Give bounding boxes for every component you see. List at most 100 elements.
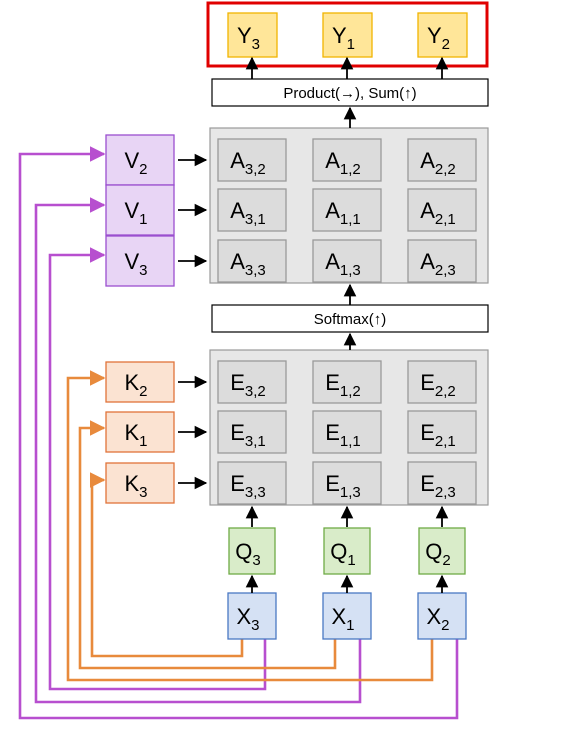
product-sum-bar (211, 78, 489, 107)
key-k2-subscript: 2 (139, 383, 147, 400)
attention-cell-3-3-box (217, 239, 287, 283)
energy-cell-1-2: E1,2 (312, 360, 382, 404)
attention-cell-1-1-subscript: 1,1 (340, 211, 361, 228)
key-k1-box (105, 411, 175, 453)
output-y1-label: Y1 (332, 23, 355, 53)
energy-cell-3-3-label: E3,3 (230, 471, 266, 501)
input-x1-box (322, 592, 372, 640)
attention-cell-3-1: A3,1 (217, 188, 287, 232)
wire-x2-to-k2 (66, 370, 434, 682)
energy-cell-1-3-symbol: E (325, 471, 340, 496)
energy-cell-2-2-symbol: E (420, 370, 435, 395)
value-v3-subscript: 3 (139, 262, 147, 279)
flow-arrows (178, 56, 449, 593)
energy-cell-2-1-label: E2,1 (420, 420, 456, 450)
energy-cell-1-2-symbol: E (325, 370, 340, 395)
energy-cell-1-2-box (312, 360, 382, 404)
value-v2-symbol: V (124, 148, 139, 173)
energy-cell-3-1-label: E3,1 (230, 420, 266, 450)
softmax-label: Softmax(↑) (314, 311, 387, 328)
attention-cell-2-3-box (407, 239, 477, 283)
query-q2-symbol: Q (425, 539, 442, 564)
input-x1-label: X1 (331, 604, 354, 634)
wire-x1-to-k1 (78, 420, 337, 670)
key-k3-subscript: 3 (139, 484, 147, 501)
energy-cell-3-3-subscript: 3,3 (245, 484, 266, 501)
query-q3-label: Q3 (235, 539, 260, 569)
input-x3-subscript: 3 (251, 617, 259, 634)
attention-cell-3-1-label: A3,1 (230, 198, 266, 228)
attention-cell-3-2-subscript: 3,2 (245, 161, 266, 178)
input-x2-symbol: X (426, 604, 441, 629)
attention-cell-1-2-subscript: 1,2 (340, 161, 361, 178)
attention-cell-1-3: A1,3 (312, 239, 382, 283)
attention-cell-3-2-symbol: A (230, 148, 245, 173)
output-y1-subscript: 1 (347, 36, 355, 53)
energy-cell-3-2-box (217, 360, 287, 404)
attention-cell-3-2-label: A3,2 (230, 148, 266, 178)
wire-x2-to-v2 (18, 146, 459, 720)
value-v1-subscript: 1 (139, 211, 147, 228)
energy-cell-2-2: E2,2 (407, 360, 477, 404)
value-v2: V2 (105, 134, 175, 186)
query-q1-symbol: Q (330, 539, 347, 564)
energy-cell-1-1-symbol: E (325, 420, 340, 445)
output-y3-label: Y3 (237, 23, 260, 53)
value-v1: V1 (105, 184, 175, 236)
wiring-layer (18, 146, 459, 720)
attention-cell-2-1: A2,1 (407, 188, 477, 232)
attention-cell-3-2: A3,2 (217, 138, 287, 182)
attention-cell-3-3: A3,3 (217, 239, 287, 283)
key-k1-symbol: K (124, 420, 139, 445)
energy-cell-3-1-symbol: E (230, 420, 245, 445)
attention-cell-2-2-symbol: A (420, 148, 435, 173)
output-y2-subscript: 2 (442, 36, 450, 53)
attention-cell-2-2-label: A2,2 (420, 148, 456, 178)
output-y1-symbol: Y (332, 23, 347, 48)
input-x2: X2 (417, 592, 467, 640)
query-q2: Q2 (418, 527, 466, 575)
input-x3: X3 (227, 592, 277, 640)
output-y1: Y1 (322, 12, 373, 58)
output-y2: Y2 (417, 12, 468, 58)
key-k1-label: K1 (124, 420, 147, 450)
attention-cell-3-1-box (217, 188, 287, 232)
key-k3-label: K3 (124, 471, 147, 501)
query-q3: Q3 (228, 527, 276, 575)
attention-cell-1-3-subscript: 1,3 (340, 262, 361, 279)
energy-cell-2-3: E2,3 (407, 461, 477, 505)
value-v3-label: V3 (124, 249, 147, 279)
energy-cell-1-3-label: E1,3 (325, 471, 361, 501)
value-v3-box (105, 235, 175, 287)
attention-cell-2-3-subscript: 2,3 (435, 262, 456, 279)
query-q3-box (228, 527, 276, 575)
energy-cell-1-1-label: E1,1 (325, 420, 361, 450)
key-k2-symbol: K (124, 370, 139, 395)
energy-cell-2-1-symbol: E (420, 420, 435, 445)
energy-cell-2-2-box (407, 360, 477, 404)
attention-cell-3-3-symbol: A (230, 249, 245, 274)
energy-cell-1-1-box (312, 410, 382, 454)
energy-cell-3-1-box (217, 410, 287, 454)
key-k1-subscript: 1 (139, 433, 147, 450)
attention-cell-2-2-subscript: 2,2 (435, 161, 456, 178)
energy-cell-3-2: E3,2 (217, 360, 287, 404)
query-q1: Q1 (323, 527, 371, 575)
energy-cell-2-1: E2,1 (407, 410, 477, 454)
attention-cell-3-2-box (217, 138, 287, 182)
energy-cell-1-3-subscript: 1,3 (340, 484, 361, 501)
energy-cell-3-2-subscript: 3,2 (245, 383, 266, 400)
attention-cell-2-2: A2,2 (407, 138, 477, 182)
output-y2-label: Y2 (427, 23, 450, 53)
query-q2-label: Q2 (425, 539, 450, 569)
attention-cell-2-3: A2,3 (407, 239, 477, 283)
energy-cell-2-3-box (407, 461, 477, 505)
input-x1-subscript: 1 (346, 617, 354, 634)
attention-cell-1-2: A1,2 (312, 138, 382, 182)
attention-cell-2-2-box (407, 138, 477, 182)
energy-cell-2-3-label: E2,3 (420, 471, 456, 501)
